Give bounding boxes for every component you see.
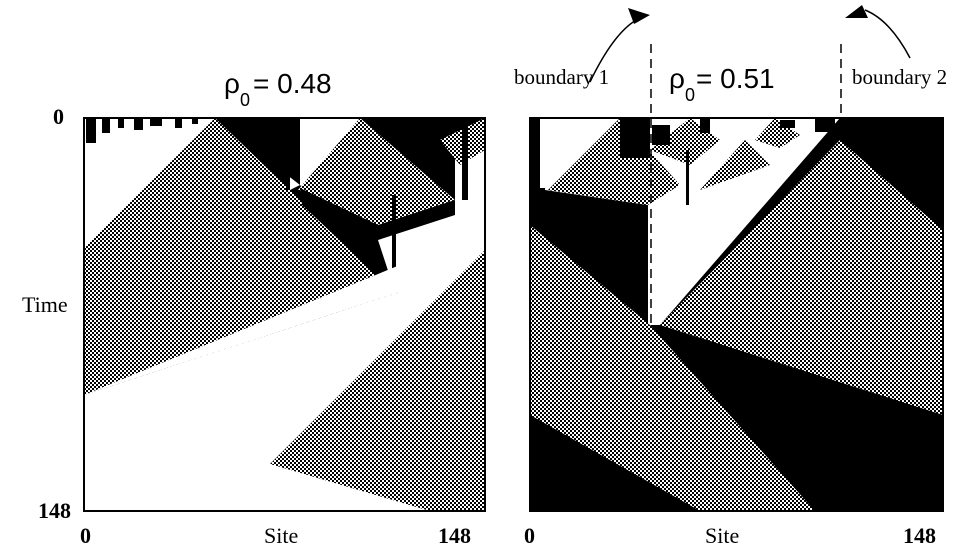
left-plot-frame bbox=[83, 117, 486, 512]
left-x-axis-label: Site bbox=[264, 523, 298, 548]
left-panel: ρ 0 = 0.48 bbox=[22, 68, 486, 548]
left-title-subscript: 0 bbox=[240, 90, 250, 110]
right-title-value: = 0.51 bbox=[696, 63, 775, 94]
boundary-2-arrow-curve bbox=[864, 9, 911, 59]
right-x-tick-right: 148 bbox=[903, 523, 936, 548]
left-spacetime-plot bbox=[84, 118, 485, 511]
boundary-1-label: boundary 1 bbox=[514, 65, 609, 89]
left-title-rho: ρ bbox=[224, 68, 240, 99]
right-plot-frame bbox=[529, 117, 944, 512]
boundary-1-arrowhead-icon bbox=[628, 8, 650, 24]
left-title-value: = 0.48 bbox=[253, 68, 332, 99]
left-y-axis-label: Time bbox=[22, 292, 68, 317]
left-x-tick-left: 0 bbox=[80, 523, 91, 548]
boundary-2-arrowhead-icon bbox=[845, 5, 868, 18]
left-y-tick-top: 0 bbox=[53, 104, 64, 129]
right-panel: ρ 0 = 0.51 bbox=[514, 5, 947, 548]
right-spacetime-plot bbox=[530, 118, 943, 511]
boundary-2-label: boundary 2 bbox=[852, 65, 947, 89]
right-x-axis-label: Site bbox=[705, 523, 739, 548]
left-y-tick-bottom: 148 bbox=[38, 498, 71, 523]
right-x-tick-left: 0 bbox=[524, 523, 535, 548]
right-title-rho: ρ bbox=[669, 63, 685, 94]
left-x-tick-right: 148 bbox=[438, 523, 471, 548]
right-title-subscript: 0 bbox=[685, 85, 695, 105]
